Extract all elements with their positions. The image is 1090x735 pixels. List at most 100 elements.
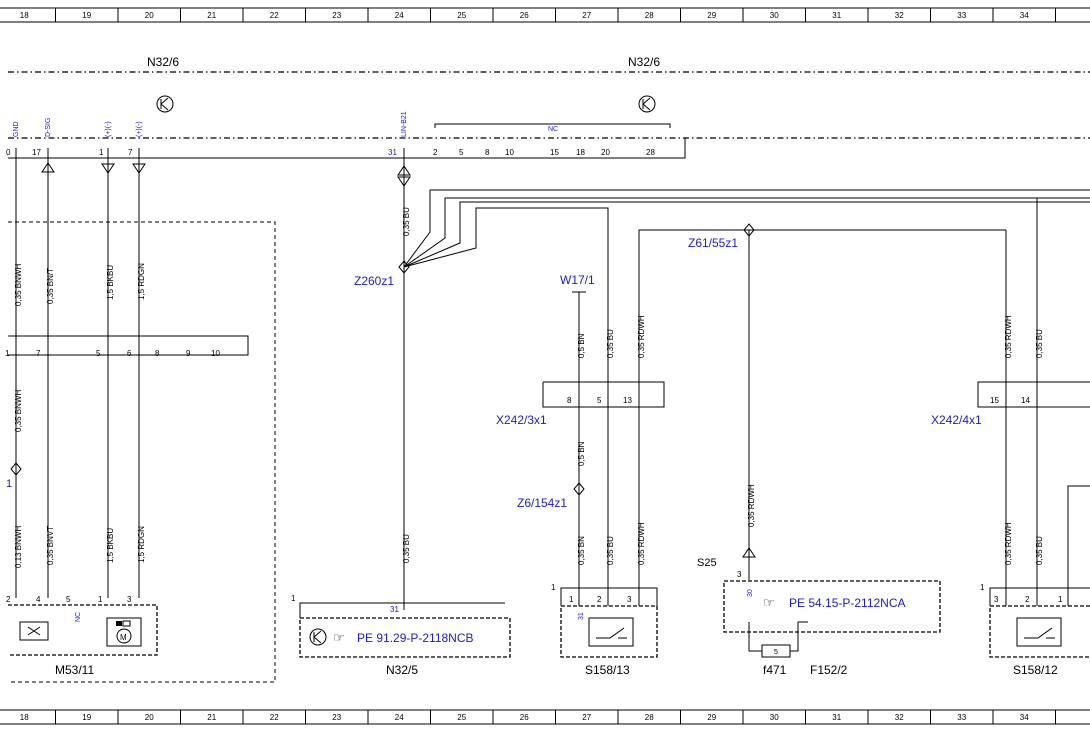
- wire-label: 1,5 RDGN: [137, 526, 146, 563]
- wire-label: 0,35 BNVT: [46, 526, 55, 565]
- pin-number: 1: [98, 595, 103, 604]
- wire-label: 1,5 RDGN: [137, 263, 146, 300]
- s25-label: S25: [697, 557, 717, 569]
- grid-column-number: 20: [145, 11, 154, 20]
- control-unit-icon: [638, 95, 656, 113]
- pin-signal-plus-minus: (+)(-): [136, 121, 143, 137]
- pin-number: 15: [990, 396, 999, 405]
- grid-column-number: 27: [582, 11, 591, 20]
- grid-column-number: 31: [832, 713, 841, 722]
- pin-number: 2: [1025, 595, 1030, 604]
- m53-11-housing: [8, 604, 158, 656]
- pin-number: 8: [155, 349, 160, 358]
- pin-number: 8: [485, 148, 490, 157]
- wire-label: 0,35 BNWH: [14, 390, 23, 432]
- grid-column-number: 23: [332, 11, 341, 20]
- wire-label: 0,35 BU: [606, 536, 615, 565]
- grid-column-number: 32: [895, 11, 904, 20]
- pin-number: 5: [66, 595, 71, 604]
- pin-number: 28: [646, 148, 655, 157]
- grid-column-number: 30: [770, 11, 779, 20]
- svg-text:M: M: [120, 633, 127, 642]
- pin-signal-gnd: GND: [13, 121, 20, 137]
- hand-pointer-icon: ☞: [333, 630, 345, 645]
- w17-1-label: W17/1: [560, 273, 595, 287]
- pin-number: 2: [433, 148, 438, 157]
- grid-column-number: 28: [645, 11, 654, 20]
- wire-label: 1,5 BKBU: [106, 528, 115, 563]
- wire-label: 0,35 BU: [606, 329, 615, 358]
- grid-column-number: 26: [520, 11, 529, 20]
- pin-number: 10: [211, 349, 220, 358]
- pin-number: 30: [747, 589, 754, 597]
- switch-icon: [1016, 617, 1062, 647]
- grid-column-number: 20: [145, 713, 154, 722]
- wire-label: 0,35 BU: [1035, 329, 1044, 358]
- top-pin-numbers: 0 17 1 7 31 2 5 8 10 15 18 20 28: [6, 148, 655, 157]
- pin-number: 2: [6, 595, 11, 604]
- signal-arrow-up: [742, 547, 756, 558]
- fuse-rating: 5: [774, 649, 778, 656]
- grid-column-number: 21: [207, 713, 216, 722]
- pin-number: 9: [186, 349, 191, 358]
- control-unit-icon: [309, 628, 327, 646]
- wire-label: 0,13 BNWH: [14, 526, 23, 568]
- grid-column-number: 29: [707, 11, 716, 20]
- pin-signal-lin: LIN-B21: [401, 111, 408, 137]
- pin-number: 3: [994, 595, 999, 604]
- n32-5-corner-pin: 1: [291, 594, 296, 603]
- x242-3x1-label: X242/3x1: [496, 413, 547, 427]
- wire-label: 0,35 RDWH: [637, 522, 646, 565]
- wire-label: 0,5 BN: [577, 441, 586, 466]
- pin-number: 13: [623, 396, 632, 405]
- grid-column-number: 23: [332, 713, 341, 722]
- x242-4x1-connector: [977, 381, 1090, 408]
- grid-column-number: 22: [270, 713, 279, 722]
- pin-number: 5: [459, 148, 464, 157]
- s158-12-label: S158/12: [1013, 663, 1058, 677]
- pin-number: 0: [6, 148, 11, 157]
- grid-column-number: 26: [520, 713, 529, 722]
- pin-number: 17: [32, 148, 41, 157]
- s158-13-side-pin: 31: [578, 612, 585, 620]
- n32-5-pin-31: 31: [390, 605, 399, 614]
- wire-label: 0,35 RDWH: [637, 315, 646, 358]
- n32-5-top-line: [299, 602, 505, 618]
- n32-6-right-label: N32/6: [628, 55, 660, 69]
- switch-icon: [588, 617, 634, 647]
- nc-m53-label: NC: [75, 612, 82, 622]
- hand-pointer-icon: ☞: [763, 595, 775, 610]
- ground-symbol: [397, 165, 411, 187]
- f152-2-label: F152/2: [810, 663, 848, 677]
- pin-signal-dsig: D-SIG: [45, 118, 52, 137]
- grid-column-number: 19: [82, 713, 91, 722]
- signal-arrow-down: [132, 163, 146, 174]
- wire-label: 1,5 BKBU: [106, 265, 115, 300]
- wire-label: 0,5 BN: [577, 333, 586, 358]
- grid-column-number: 31: [832, 11, 841, 20]
- f152-reference: PE 54.15-P-2112NCA: [789, 596, 906, 610]
- pin-number: 2: [597, 595, 602, 604]
- s158-12-housing: [989, 605, 1090, 658]
- n32-5-housing: [299, 617, 511, 658]
- pin-number: 5: [597, 396, 602, 405]
- z61-55z1-label: Z61/55z1: [688, 236, 738, 250]
- wire-label: 0,35 RDWH: [1004, 315, 1013, 358]
- pin-number: 1: [99, 148, 104, 157]
- pin-number: 18: [576, 148, 585, 157]
- signal-arrow-up: [41, 162, 55, 173]
- grid-column-number: 29: [707, 713, 716, 722]
- pin-number: 4: [36, 595, 41, 604]
- grid-column-number: 28: [645, 713, 654, 722]
- z260z1-label: Z260z1: [354, 274, 394, 288]
- grid-column-number: 32: [895, 713, 904, 722]
- grid-column-number: 25: [457, 11, 466, 20]
- grid-column-number: 21: [207, 11, 216, 20]
- module-n32-6-bottom: [8, 138, 686, 159]
- grid-column-number: 34: [1020, 713, 1029, 722]
- s158-12-top-line: [989, 587, 1090, 606]
- m53-11-label: M53/11: [55, 663, 94, 677]
- f471-label: f471: [763, 663, 787, 677]
